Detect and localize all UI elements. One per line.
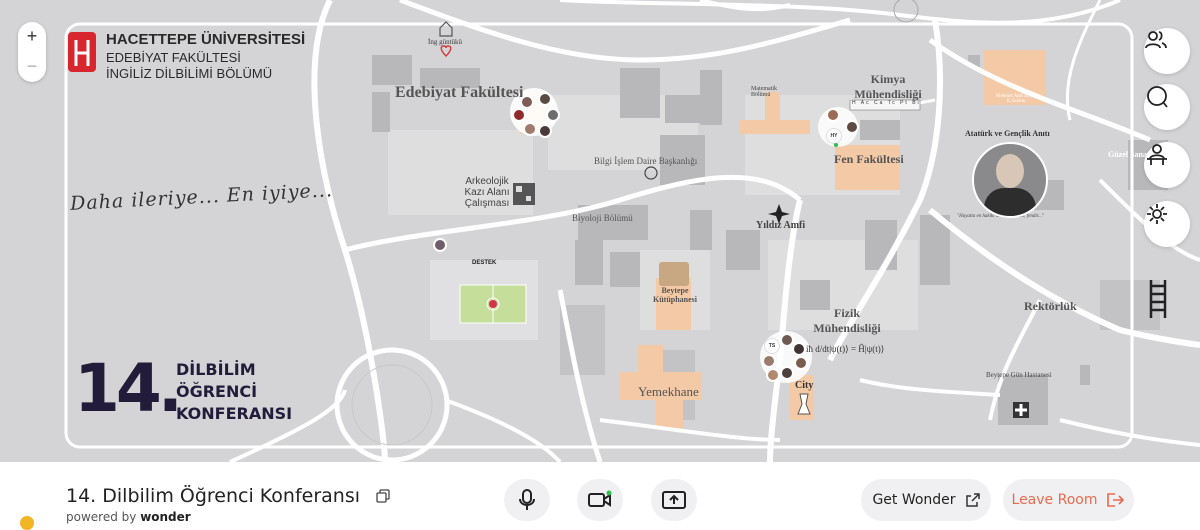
library-portrait: [659, 262, 689, 286]
label-rektorluk: Rektörlük: [1024, 299, 1077, 313]
user-avatar[interactable]: [766, 368, 780, 382]
ladder-icon[interactable]: [1148, 280, 1168, 318]
user-avatar[interactable]: [792, 342, 806, 356]
label-mehmet-akif: Mehmet Akif Ersoy K.Salonu: [996, 94, 1036, 104]
label-matematik: Matematik Bölümü: [751, 86, 777, 98]
conference-line2: ÖĞRENCİ: [176, 382, 258, 401]
participants-button[interactable]: [1144, 28, 1190, 74]
gear-icon: [1147, 204, 1167, 224]
zoom-control: + −: [18, 22, 46, 82]
room-title: 14. Dilbilim Öğrenci Konferansı: [66, 485, 390, 508]
user-avatar[interactable]: [826, 108, 840, 122]
campus-map[interactable]: HACETTEPE ÜNİVERSİTESİ EDEBİYAT FAKÜLTES…: [0, 0, 1200, 462]
label-yemekhane: Yemekhane: [638, 384, 699, 399]
label-biyoloji: Biyoloji Bölümü: [572, 213, 633, 223]
zoom-in-button[interactable]: +: [26, 26, 38, 46]
zoom-out-button[interactable]: −: [26, 56, 38, 76]
user-avatar[interactable]: [780, 366, 794, 380]
label-hastane: Beytepe Gün Hastanesi: [986, 371, 1052, 379]
label-destek: DESTEK: [472, 260, 497, 266]
leave-room-button[interactable]: Leave Room: [1003, 479, 1134, 521]
presenter-icon: [1147, 144, 1167, 165]
user-avatar[interactable]: [538, 92, 552, 106]
powered-prefix: powered by: [66, 510, 137, 524]
chat-button[interactable]: [1144, 84, 1190, 130]
user-avatar[interactable]: [794, 356, 808, 370]
get-wonder-label: Get Wonder: [872, 492, 956, 508]
map-graphics: [64, 0, 1200, 462]
presenter-button[interactable]: [1144, 142, 1190, 188]
user-avatar[interactable]: [520, 95, 534, 109]
user-avatar[interactable]: [546, 108, 560, 122]
user-avatar-initials[interactable]: HY: [826, 128, 842, 144]
camera-button[interactable]: [577, 479, 623, 521]
people-icon: [1145, 31, 1167, 49]
label-bilgi-islem: Bilgi İşlem Daire Başkanlığı: [594, 156, 698, 166]
user-avatar[interactable]: [523, 122, 537, 136]
exit-icon: [1107, 493, 1125, 507]
university-name: HACETTEPE ÜNİVERSİTESİ: [106, 31, 306, 48]
department-name: İNGİLİZ DİLBİLİMİ BÖLÜMÜ: [106, 66, 273, 81]
label-yildiz-amfi: Yıldız Amfi: [756, 220, 806, 231]
copy-icon[interactable]: [376, 486, 390, 508]
powered-brand[interactable]: wonder: [140, 510, 191, 524]
microphone-button[interactable]: [504, 479, 550, 521]
label-kutuphane: Beytepe Kütüphanesi: [652, 286, 698, 304]
microphone-icon: [519, 489, 535, 510]
powered-by: powered by wonder: [66, 510, 191, 524]
user-avatar[interactable]: [512, 108, 526, 122]
user-avatar[interactable]: [780, 333, 794, 347]
conference-line3: KONFERANSI: [176, 404, 293, 423]
label-schrodinger: iħ d/dt|ψ(t)⟩ = Ĥ|ψ(t)⟩: [806, 344, 885, 354]
label-ataturk: Atatürk ve Gençlik Anıtı: [965, 129, 1050, 138]
wonder-logo-icon: [20, 516, 34, 530]
label-ing-guntuklu: İng güntükü: [428, 38, 463, 46]
screen-share-button[interactable]: [651, 479, 697, 521]
settings-button[interactable]: [1144, 201, 1190, 247]
online-dot: [834, 143, 838, 147]
ataturk-portrait[interactable]: [972, 142, 1048, 218]
user-avatar[interactable]: [538, 124, 552, 138]
conference-line1: DİLBİLİM: [176, 360, 256, 379]
camera-icon: [588, 490, 612, 507]
periodic-symbols: H Ac Ca Tc Pt Bi: [852, 100, 921, 106]
label-edebiyat: Edebiyat Fakültesi: [395, 84, 524, 101]
user-avatar[interactable]: [762, 354, 776, 368]
user-avatar[interactable]: [433, 238, 447, 252]
user-avatar-initials[interactable]: TS: [764, 338, 780, 354]
label-kimya: Kimya Mühendisliği: [854, 72, 922, 101]
faculty-name: EDEBİYAT FAKÜLTESİ: [106, 50, 241, 65]
user-avatar[interactable]: [845, 120, 859, 134]
label-guzel-sanatlar: Güzel Sanatlar F.: [1108, 150, 1168, 159]
periodic-table: [849, 99, 921, 111]
leave-room-label: Leave Room: [1011, 492, 1098, 508]
label-city: City: [795, 380, 814, 391]
label-arkeolojik: Arkeolojik Kazı Alanı Çalışması: [464, 176, 510, 209]
get-wonder-button[interactable]: Get Wonder: [861, 479, 991, 521]
label-fizik: Fizik Mühendisliği: [813, 306, 881, 335]
chat-icon: [1147, 86, 1168, 108]
room-title-text: 14. Dilbilim Öğrenci Konferansı: [66, 485, 361, 507]
external-link-icon: [965, 493, 980, 507]
screen-share-icon: [662, 491, 686, 509]
conference-number: 14.: [74, 350, 183, 427]
label-fen: Fen Fakültesi: [834, 152, 904, 166]
